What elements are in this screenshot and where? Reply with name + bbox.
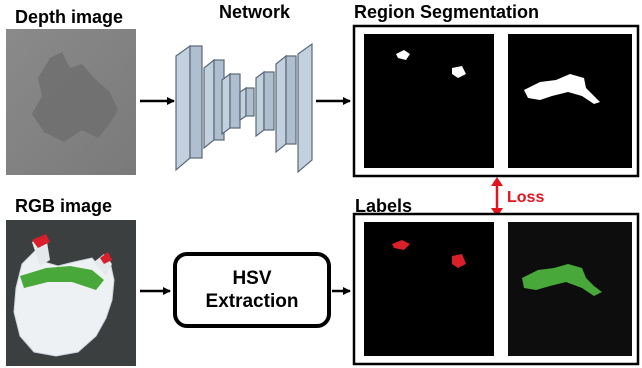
red-handle-tip-right — [100, 252, 112, 264]
rgb-image — [6, 220, 136, 366]
white-blob-3 — [524, 74, 600, 104]
white-blob-2 — [452, 66, 466, 78]
network-layer-7 — [297, 42, 313, 174]
network-layer-2 — [203, 58, 215, 150]
label-mask-2 — [508, 222, 632, 356]
hsv-extraction-box — [173, 252, 331, 328]
red-handle-tip — [32, 234, 50, 248]
region-segmentation-panel — [352, 24, 640, 178]
labels-panel — [352, 212, 640, 366]
network-diagram — [175, 42, 313, 174]
depth-object-silhouette — [32, 52, 118, 142]
label-mask-1 — [364, 222, 494, 356]
segmentation-mask-1 — [364, 34, 494, 168]
network-layer-5 — [255, 70, 265, 138]
segmentation-mask-2 — [508, 34, 632, 168]
green-label-blob — [522, 264, 602, 296]
depth-image-title: Depth image — [15, 7, 123, 27]
labels-title: Labels — [355, 196, 412, 216]
network-bottleneck — [239, 86, 247, 122]
network-layer-6 — [275, 54, 287, 154]
network-layer-1 — [175, 44, 191, 172]
white-blob-1 — [396, 50, 410, 60]
network-title: Network — [219, 2, 291, 22]
region-segmentation-title: Region Segmentation — [354, 2, 539, 22]
red-label-blob-2 — [452, 254, 466, 268]
depth-image — [6, 29, 136, 175]
green-band — [20, 266, 104, 290]
hsv-extraction-line2: Extraction — [206, 291, 299, 312]
hsv-extraction-line1: HSV — [232, 268, 271, 289]
loss-label: Loss — [507, 189, 544, 206]
loss-connector — [491, 177, 503, 217]
network-layer-3 — [221, 72, 231, 136]
rgb-image-title: RGB image — [15, 196, 112, 216]
red-label-blob-1 — [392, 240, 410, 250]
